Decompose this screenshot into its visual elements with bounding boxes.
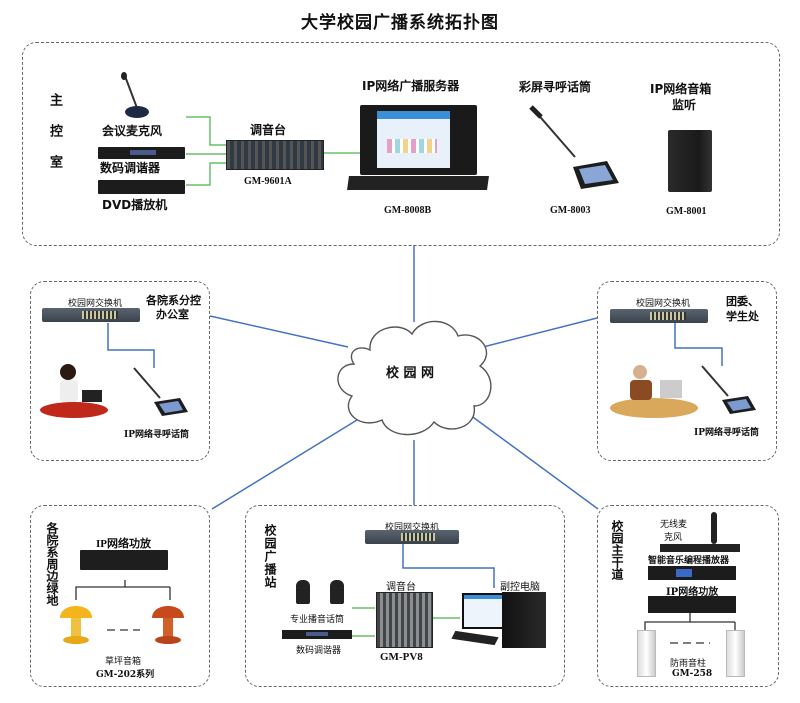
dvd-player-image	[98, 180, 185, 194]
dept-switch-image	[42, 308, 140, 322]
server-model: GM-8008B	[384, 205, 432, 216]
station-computer-label: 副控电脑	[500, 582, 540, 593]
dept-office-box	[30, 281, 210, 461]
wireless-mic-receiver-image	[660, 544, 740, 552]
campus-network-cloud	[337, 320, 492, 436]
monitor-speaker-label-line1: IP网络音箱	[650, 82, 712, 96]
monitor-speaker-image	[668, 130, 712, 192]
league-office-box	[597, 281, 777, 461]
mixer-image	[226, 140, 324, 170]
wireless-mic-label-line2: 克风	[664, 533, 683, 543]
road-amp-image	[648, 596, 736, 613]
paging-mic-image	[529, 105, 619, 189]
music-player-label: 智能音乐编程播放器	[648, 556, 730, 566]
station-mixer-model: GM-PV8	[380, 651, 423, 663]
dept-paging-mic-label: IP网络寻呼话筒	[124, 430, 189, 440]
road-speaker-right-image	[726, 630, 745, 677]
station-pc-tower-image	[502, 592, 546, 648]
server-keyboard-image	[347, 176, 489, 190]
station-mics-label: 专业播音话筒	[290, 615, 345, 625]
main-control-room-box: 主控室	[22, 42, 780, 246]
station-mixer-label: 调音台	[386, 582, 416, 593]
league-paging-mic-label: IP网络寻呼话筒	[694, 428, 759, 438]
main-road-box	[597, 505, 779, 687]
wireless-mic-label-line1: 无线麦	[660, 520, 688, 530]
station-tuner-image	[282, 630, 352, 639]
paging-mic-label: 彩屏寻呼话筒	[519, 80, 592, 94]
road-speaker-model: GM-258	[672, 669, 713, 679]
dept-switch-label: 校园网交换机	[68, 299, 123, 309]
digital-tuner-label: 数码调谐器	[100, 161, 161, 175]
dept-office-label-line2: 办公室	[156, 308, 189, 321]
station-mic-right-image	[330, 580, 344, 604]
diagram-title: 大学校园广播系统拓扑图	[301, 13, 499, 33]
dept-paging-mic-image	[133, 367, 188, 416]
league-switch-label: 校园网交换机	[636, 299, 691, 309]
server-label: IP网络广播服务器	[362, 79, 460, 93]
link-road-cloud	[465, 411, 599, 510]
green-speaker-left-image	[60, 606, 92, 644]
paging-mic-model: GM-8003	[550, 205, 591, 216]
station-box	[245, 505, 565, 687]
cloud-label: 校 园 网	[386, 366, 435, 381]
green-speaker-right-image	[152, 606, 184, 644]
station-switch-image	[365, 530, 459, 544]
league-office-label-line2: 学生处	[726, 310, 759, 323]
monitor-speaker-label-line2: 监听	[672, 98, 697, 112]
green-speaker-label: 草坪音箱	[105, 657, 142, 667]
digital-tuner-image	[98, 147, 185, 159]
green-amp-image	[80, 550, 168, 570]
green-amp-wiring	[75, 580, 126, 600]
station-tuner-label: 数码调谐器	[296, 646, 342, 656]
green-speaker-model: GM-202系列	[96, 670, 155, 680]
road-speaker-label: 防雨音柱	[670, 659, 707, 669]
link-green-cloud	[211, 419, 358, 510]
station-mixer-image	[376, 592, 433, 648]
mixer-label: 调音台	[250, 123, 287, 137]
main-road-label: 校园主干道	[610, 520, 624, 580]
dept-operator-image	[40, 364, 108, 418]
dvd-player-label: DVD播放机	[102, 198, 168, 212]
station-mic-left-image	[296, 580, 310, 604]
mixer-model: GM-9601A	[244, 176, 292, 187]
audio-mic-mixer	[186, 116, 226, 146]
conference-mic-label: 会议麦克风	[102, 124, 163, 138]
road-amp-label: IP网络功放	[666, 587, 719, 598]
audio-dvd-mixer	[186, 162, 226, 186]
link-dept-cloud	[209, 315, 349, 348]
link-league-cloud	[482, 317, 598, 348]
link-league-switch-mic	[674, 323, 723, 366]
green-area-box	[30, 505, 210, 687]
station-switch-label: 校园网交换机	[385, 523, 440, 533]
station-monitor-image	[462, 593, 504, 629]
station-label: 校园广播站	[263, 524, 277, 589]
link-station-switch-pc	[402, 540, 495, 588]
road-speaker-left-image	[637, 630, 656, 677]
link-dept-switch-mic	[107, 323, 155, 368]
monitor-speaker-model: GM-8001	[666, 206, 707, 217]
league-switch-image	[610, 309, 708, 323]
main-control-room-label: 主控室	[47, 93, 62, 186]
league-operator-image	[610, 365, 698, 418]
music-player-image	[648, 566, 736, 580]
green-amp-label: IP网络功放	[96, 538, 151, 550]
league-office-label-line1: 团委、	[726, 295, 759, 308]
road-amp-wiring	[644, 613, 691, 630]
conference-mic-image	[121, 72, 149, 118]
server-image	[360, 105, 477, 175]
league-paging-mic-image	[701, 365, 756, 414]
dept-office-label-line1: 各院系分控	[146, 294, 201, 307]
wireless-mic-image	[711, 512, 717, 544]
green-area-label: 各院系周边绿地	[45, 522, 59, 606]
